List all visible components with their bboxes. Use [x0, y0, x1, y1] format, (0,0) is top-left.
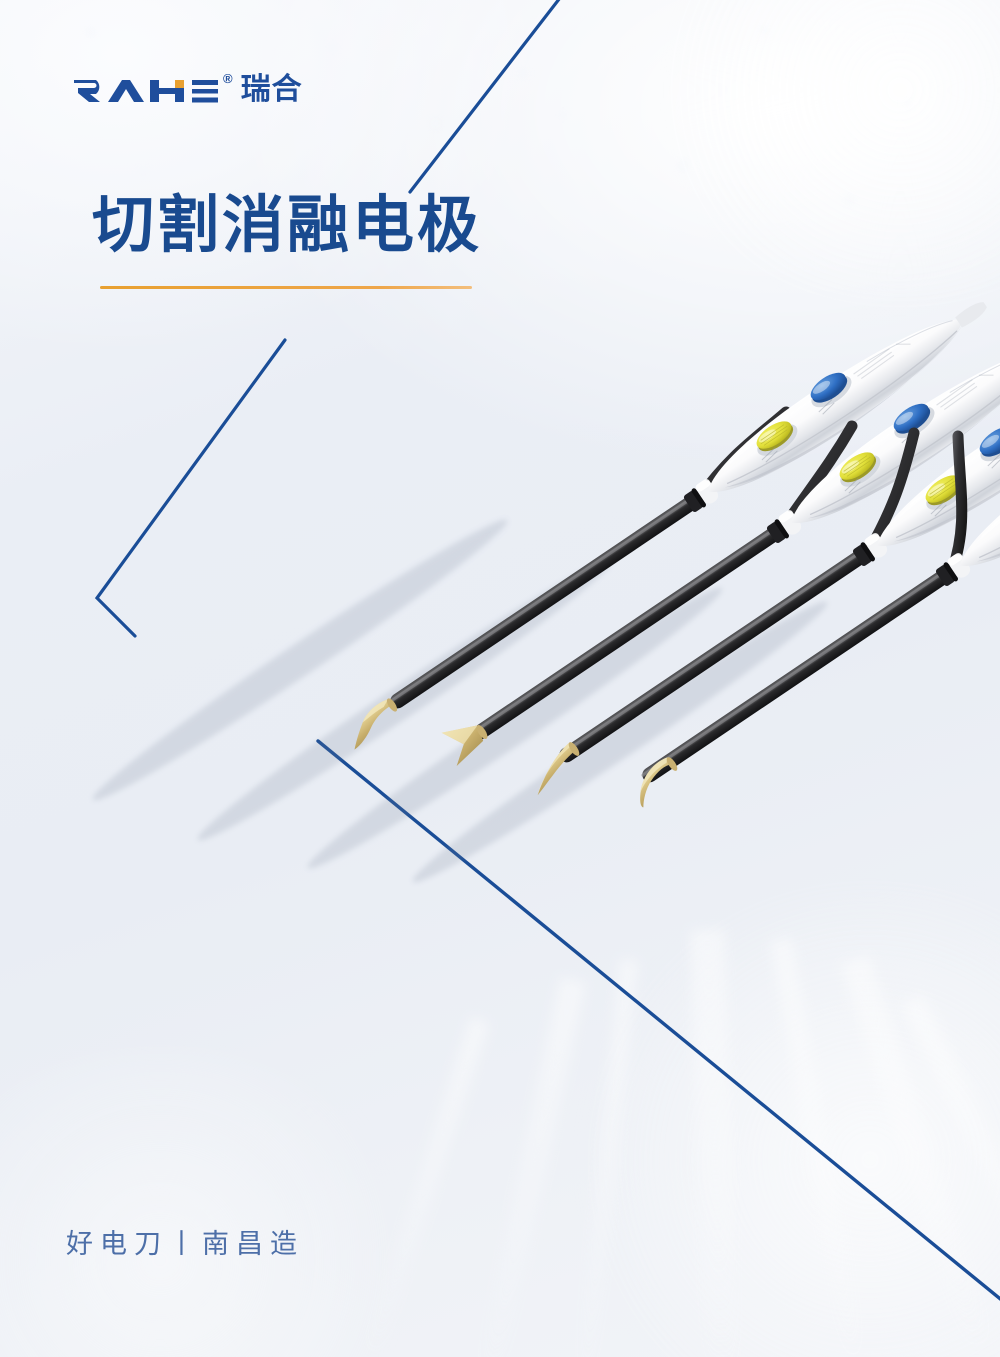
device-1-cable [694, 406, 792, 503]
brand-name-chinese: 瑞合 [240, 72, 303, 107]
device-3-cable [863, 427, 920, 557]
long-diagonal-line [316, 739, 1000, 1301]
v-shaped-line-left [94, 338, 287, 638]
electrode-device-3 [523, 333, 1000, 796]
electrode-device-1 [340, 279, 1000, 750]
title-underline [100, 286, 472, 289]
footer-slogan: 好电刀丨南昌造 [66, 1229, 304, 1260]
device-4-cable [946, 430, 968, 577]
electrode-device-4 [626, 353, 1000, 808]
electrode-device-2 [436, 310, 1000, 766]
brand-logo[interactable]: ® 瑞合 [72, 70, 303, 110]
registered-trademark-symbol: ® [223, 71, 233, 86]
product-shadow [92, 519, 828, 883]
page-title: 切割消融电极 [92, 188, 483, 261]
diagonal-line-top-right [408, 0, 561, 194]
device-2-cable [777, 420, 858, 534]
rahe-wordmark-icon [74, 80, 218, 103]
